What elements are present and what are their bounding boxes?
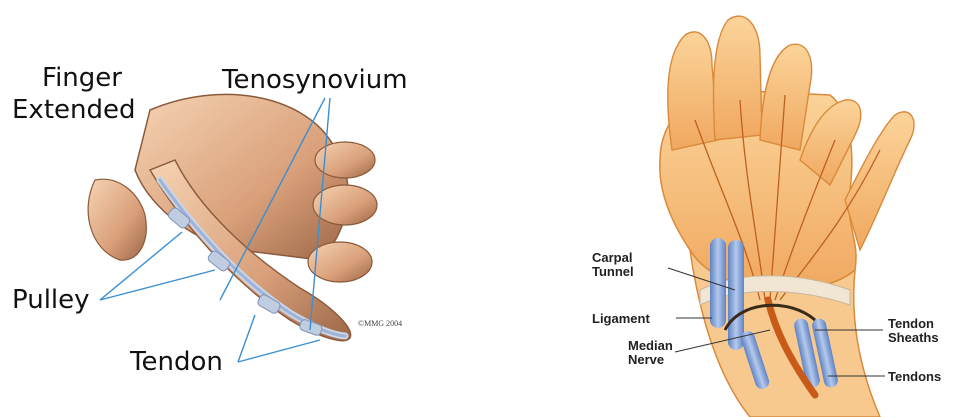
pulley-label: Pulley — [12, 285, 90, 315]
tendon-sheaths-label-line1: Tendon — [888, 316, 934, 331]
ligament-label: Ligament — [592, 311, 650, 326]
finger-extended-label-line2: Extended — [12, 95, 136, 125]
finger-index — [668, 32, 718, 150]
carpal-tunnel-label-line2: Tunnel — [592, 264, 634, 279]
copyright-text: ©MMG 2004 — [358, 319, 402, 328]
tendon-label: Tendon — [129, 347, 223, 377]
tendon-sheaths-label-line2: Sheaths — [888, 330, 939, 345]
left-hand-illustration — [88, 94, 377, 340]
carpal-tunnel-label-line1: Carpal — [592, 250, 632, 265]
median-nerve-label-line1: Median — [628, 338, 673, 353]
tenosynovium-label: Tenosynovium — [221, 65, 408, 95]
tendon-leader-1 — [238, 315, 255, 362]
median-nerve-label-line2: Nerve — [628, 352, 664, 367]
finger-middle — [713, 16, 762, 140]
tendon-leader-2 — [238, 340, 320, 362]
tendon-sheath-2 — [728, 240, 744, 350]
right-hand-illustration — [660, 16, 914, 417]
tendons-label: Tendons — [888, 369, 941, 384]
thumb-shape — [88, 179, 146, 260]
finger-extended-label-line1: Finger — [42, 63, 122, 93]
